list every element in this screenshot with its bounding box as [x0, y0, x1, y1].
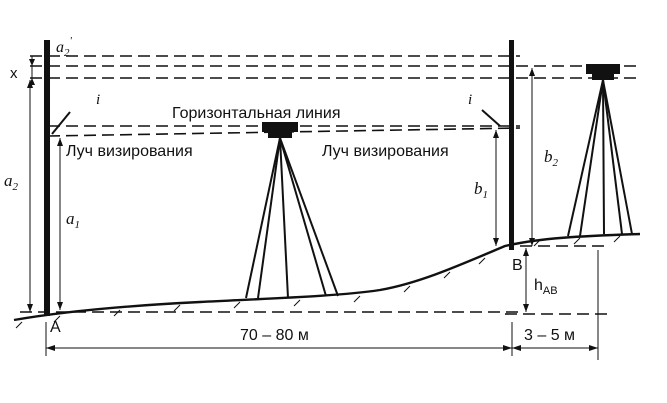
- i-mark-right: [481, 109, 501, 127]
- level-instrument-right: [567, 64, 633, 237]
- staff-b: [509, 40, 514, 250]
- point-b-label: B: [512, 257, 523, 274]
- distance-main-label: 70 – 80 м: [240, 327, 309, 344]
- a1-label: a1: [66, 209, 80, 231]
- sight-ray-label-left: Луч визирования: [66, 143, 193, 160]
- b1-label: b1: [474, 179, 488, 201]
- sight-ray-label-right: Луч визирования: [322, 143, 449, 160]
- x-label: x: [10, 65, 18, 82]
- dim-distance-main: [45, 322, 513, 356]
- ground-line: [13, 232, 641, 322]
- b2-label: b2: [544, 147, 559, 169]
- point-a-label: A: [50, 319, 61, 336]
- level-instrument-center: [245, 122, 339, 299]
- horizontal-line-label: Горизонтальная линия: [172, 105, 341, 122]
- dim-b2: [529, 68, 535, 246]
- dim-a2: [27, 80, 33, 312]
- i-label-left: i: [96, 92, 100, 108]
- a2-prime-label: a2': [56, 35, 73, 59]
- ground-hatching: [15, 235, 621, 329]
- dim-b1: [493, 130, 499, 246]
- dim-distance-short: [512, 250, 599, 360]
- dim-hab: [523, 248, 529, 312]
- staff-a: [44, 40, 50, 316]
- hab-label: hAB: [534, 277, 558, 297]
- dim-a1: [57, 138, 63, 310]
- distance-short-label: 3 – 5 м: [524, 327, 575, 344]
- i-label-right: i: [468, 92, 472, 108]
- i-mark-left: [51, 111, 71, 135]
- a2-label: a2: [4, 171, 19, 193]
